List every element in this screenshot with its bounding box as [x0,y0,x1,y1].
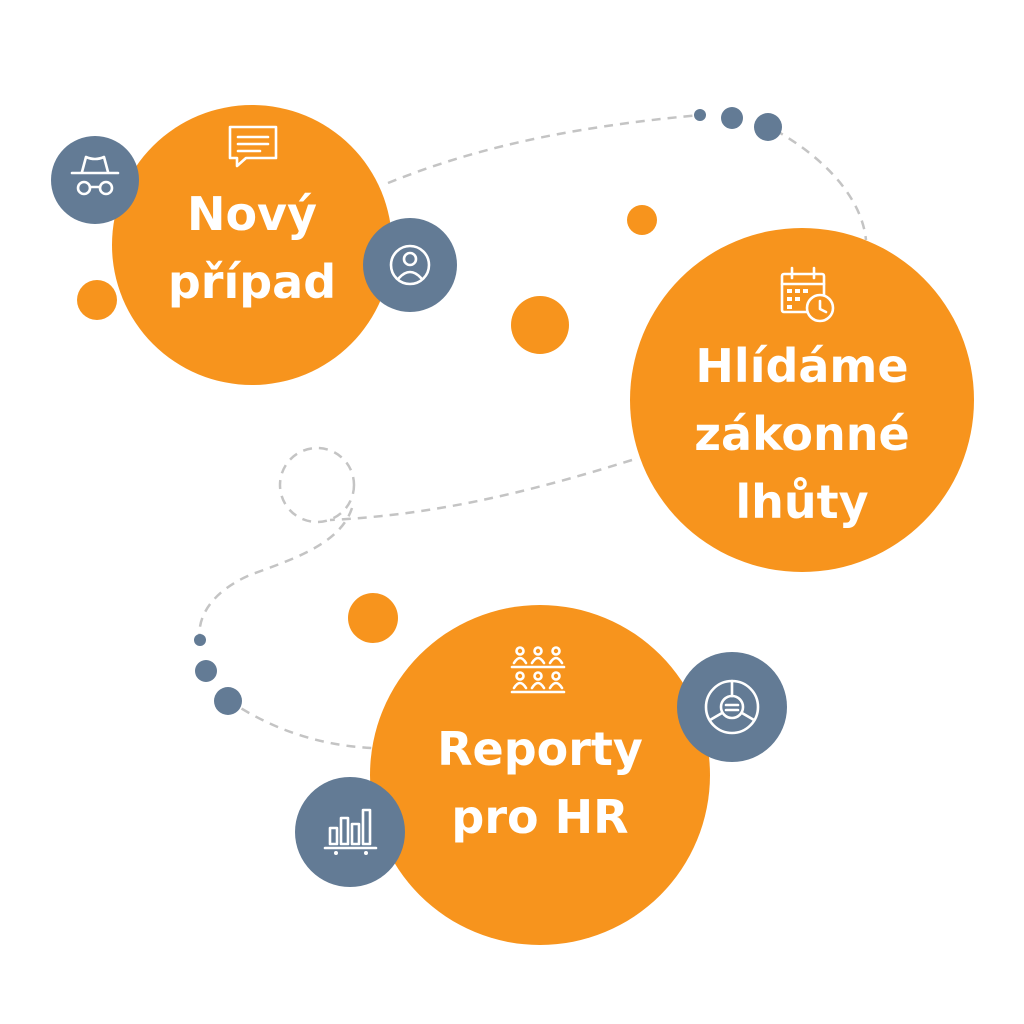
connector-segment-3 [329,458,633,522]
connector-loop [278,446,356,524]
node-reporty-hr: Reporty pro HR [370,605,710,945]
orange-dots [77,205,657,643]
connector-segment-1 [387,113,701,185]
node-circle [630,228,974,572]
node-label-line: Reporty [437,722,643,776]
node-label-line: lhůty [735,475,868,529]
message-box-icon [228,125,278,168]
connector-segment-4 [198,507,354,641]
slate-dot [195,660,217,682]
badge-incognito [51,136,139,224]
node-hlidame-lhuty: Hlídáme zákonné lhůty [630,228,974,572]
orange-dot [77,280,117,320]
incognito-icon [70,155,120,196]
user-avatar-icon [389,244,431,286]
connector-path [198,113,868,750]
slate-dot [721,107,743,129]
node-circle [370,605,710,945]
node-label-line: případ [168,255,336,309]
bar-chart-icon [323,808,378,855]
slate-dot [694,109,706,121]
slate-dot [754,113,782,141]
badge-user [363,218,457,312]
node-label-line: Nový [187,187,317,241]
slate-dots [194,107,782,715]
orange-dot [348,593,398,643]
people-group-icon [510,646,566,694]
calendar-clock-icon [780,266,835,323]
donut-chart-icon [704,679,760,735]
badge-donut [677,652,787,762]
node-label-line: zákonné [694,407,909,461]
slate-dot [194,634,206,646]
node-label-line: Hlídáme [695,339,908,393]
node-circle [112,105,392,385]
connector-segment-5 [227,698,373,750]
node-label-line: pro HR [451,790,628,844]
badge-bar-chart [295,777,405,887]
node-novy-pripad: Nový případ [112,105,392,385]
connector-segment-2 [774,128,868,241]
slate-dot [214,687,242,715]
orange-dot [627,205,657,235]
orange-dot [511,296,569,354]
